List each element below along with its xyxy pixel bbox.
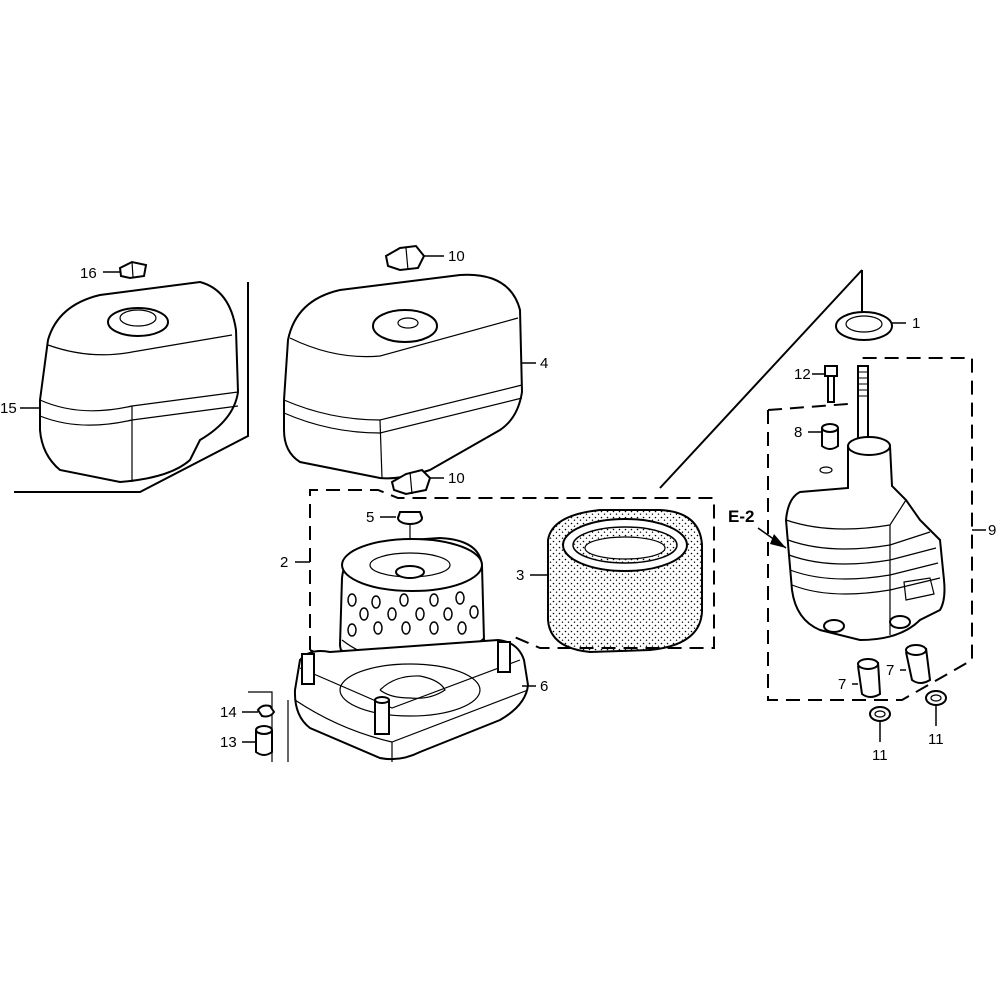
callout-11-right: 11 (928, 731, 944, 748)
callout-13: 13 (220, 734, 237, 751)
element-2 (338, 536, 486, 674)
callout-10-lower: 10 (448, 470, 465, 487)
bolt-12 (824, 365, 838, 403)
elbow-9 (784, 436, 946, 642)
tube-13 (255, 725, 273, 756)
callout-3: 3 (516, 567, 524, 584)
callout-14: 14 (220, 704, 237, 721)
clip-14 (256, 704, 276, 718)
group-frame-elbow (767, 357, 973, 701)
cover-15 (14, 280, 249, 493)
tube-7-left (857, 658, 882, 698)
callout-8: 8 (794, 424, 802, 441)
gasket-1 (835, 311, 893, 341)
callout-12: 12 (794, 366, 811, 383)
collar-8 (821, 423, 839, 450)
clamp-11-left (869, 706, 891, 722)
callout-2: 2 (280, 554, 288, 571)
wing-nut-16 (118, 260, 148, 280)
callout-16: 16 (80, 265, 97, 282)
case-6 (287, 638, 530, 762)
tube-7-right (905, 644, 932, 684)
callout-15: 15 (0, 400, 17, 417)
callout-6: 6 (540, 678, 548, 695)
callout-7-right: 7 (886, 662, 894, 679)
callout-5: 5 (366, 509, 374, 526)
wing-nut-10-top (384, 244, 426, 272)
wing-nut-10-lower (390, 468, 432, 496)
seal-5 (397, 511, 423, 525)
cover-4 (283, 273, 524, 480)
callout-4: 4 (540, 355, 548, 372)
callout-1: 1 (912, 315, 920, 332)
callout-10-top: 10 (448, 248, 465, 265)
clamp-11-right (925, 690, 947, 706)
callout-9: 9 (988, 522, 996, 539)
callout-11-left: 11 (872, 747, 888, 764)
callout-7-left: 7 (838, 676, 846, 693)
foam-element-3 (547, 509, 703, 654)
reference-e2: E-2 (728, 507, 754, 526)
